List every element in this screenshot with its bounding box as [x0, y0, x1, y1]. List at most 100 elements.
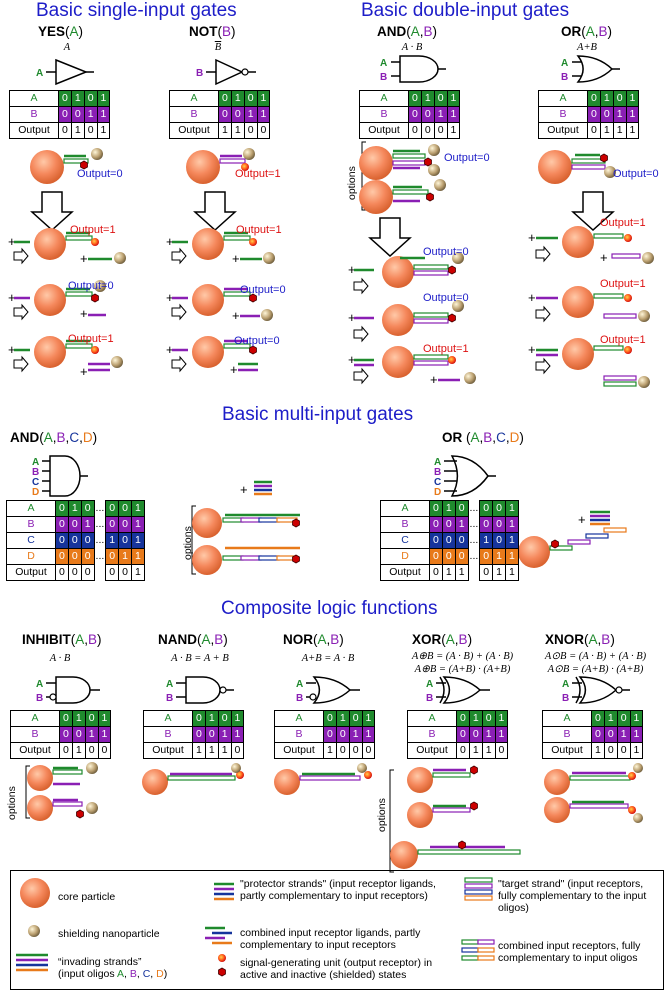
legend-combined-rec-d2 — [477, 955, 495, 961]
legend-target-b — [464, 883, 493, 889]
not-row2-core — [192, 284, 224, 316]
output-and2-1: Output=0 — [423, 246, 469, 258]
inhibit-core-opt1 — [27, 765, 53, 791]
and2-core-opt2 — [359, 180, 393, 214]
yes-row2-shield — [94, 280, 106, 292]
and2-row3-signal — [448, 356, 456, 364]
xnor-core-opt2 — [544, 797, 570, 823]
and2-row1-target-b — [413, 270, 449, 276]
or2-row1-plus: + — [528, 230, 536, 245]
legend-protector-text: "protector strands" (input receptor liga… — [240, 878, 436, 902]
output-or2-3: Output=1 — [600, 334, 646, 346]
yes-row1-arrow — [13, 248, 29, 264]
not-row3-plus2: + — [230, 362, 238, 377]
output-not-3: Output=0 — [234, 335, 280, 347]
nor-gate-symbol — [312, 676, 352, 704]
xnor-shield-opt1 — [633, 763, 643, 773]
xor-target-opt1 — [432, 772, 471, 778]
and2-row2-arrow — [353, 326, 369, 342]
or2-row2-plus: + — [528, 290, 536, 305]
and4-input-label-b: B — [32, 467, 39, 478]
inhibit-gate-symbol — [55, 676, 91, 704]
nand-core — [142, 769, 168, 795]
yes-target-initial — [63, 158, 89, 164]
yes-row2-signal — [91, 293, 99, 303]
gate-name-nor: NOR(A,B) — [283, 632, 344, 647]
or4-target-D — [603, 527, 627, 533]
not-target-initial — [219, 158, 246, 164]
xnor-bubble-out — [615, 686, 623, 694]
or2-signal-initial — [600, 153, 608, 163]
and2-row2-target-a — [413, 312, 449, 318]
not-arrow-down — [194, 191, 236, 231]
nand-input-label-b: B — [166, 693, 173, 704]
and2-row3-target-a — [413, 354, 449, 360]
legend-core-text: core particle — [58, 891, 116, 903]
output-or2-2: Output=1 — [600, 278, 646, 290]
not-row3-target — [223, 343, 251, 349]
xnor-xor-arc — [575, 676, 581, 704]
inhibit-target-opt1 — [52, 769, 83, 775]
and2-row1-core — [382, 256, 414, 288]
and2-row3-arrow — [353, 368, 369, 384]
or2-row1-arrow — [535, 246, 551, 262]
xnor-gate-symbol — [578, 676, 618, 704]
and2-row1-shield — [452, 252, 464, 264]
and2-row1-target-a — [413, 264, 449, 270]
gate-name-or4: OR (A,B,C,D) — [442, 430, 524, 445]
legend-shield-icon — [28, 925, 40, 937]
gate-name-and2: AND(A,B) — [377, 24, 438, 39]
output-not-2: Output=0 — [240, 284, 286, 296]
options-label-inhibit: options — [6, 786, 18, 820]
yes-row3-arrow — [13, 356, 29, 372]
yes-signal-initial — [80, 160, 88, 170]
not-core-initial — [186, 150, 220, 184]
and2-gate-symbol — [399, 55, 439, 83]
output-yes-2: Output=0 — [68, 280, 114, 292]
or4-input-label-d: D — [434, 487, 441, 498]
and4-options-bracket — [191, 505, 196, 575]
not-row2-arrow — [171, 304, 187, 320]
and2-row3-target-b — [413, 360, 449, 366]
or2-row2-free — [603, 313, 637, 319]
or2-row1-free — [611, 253, 641, 259]
and4-input-label-d: D — [32, 487, 39, 498]
and2-arrow-down — [369, 217, 411, 257]
and2-target-opt1a — [392, 153, 426, 159]
yes-row3-signal — [91, 346, 99, 354]
and2-row2-shield — [452, 300, 464, 312]
expr-and2: A · B — [401, 42, 423, 53]
nand-input-label-a: A — [166, 679, 173, 690]
not-row2-target — [223, 291, 251, 297]
or2-row3-plus: + — [528, 342, 536, 357]
and2-row3-free-shield — [464, 372, 476, 384]
not-gate-symbol — [215, 58, 244, 86]
xnor-signal-opt1 — [628, 772, 636, 780]
and2-row2-plus: + — [348, 310, 356, 325]
not-row2-plus2: + — [232, 308, 240, 323]
and2-row3-core — [382, 346, 414, 378]
or2-row3-free-shield — [638, 376, 650, 388]
nor-signal — [364, 771, 372, 779]
or4-target-C — [585, 533, 609, 539]
or2-row1-target — [593, 233, 624, 239]
expr-xor-1: A⊕B = (A · B) + (A · B) — [411, 651, 514, 662]
or2-row3-signal — [624, 346, 632, 354]
or2-row2-signal — [624, 294, 632, 302]
and2-input-label-b: B — [380, 72, 387, 83]
legend-target-c — [464, 889, 493, 895]
and2-row1-signal — [448, 265, 456, 275]
output-yes-3: Output=1 — [68, 333, 114, 345]
nor-input-label-a: A — [296, 679, 303, 690]
output-or2-1: Output=1 — [600, 217, 646, 229]
xor-input-label-a: A — [426, 679, 433, 690]
or4-target-B — [567, 539, 591, 545]
output-and2-3: Output=1 — [423, 343, 469, 355]
xor-signal-opt3 — [458, 840, 466, 850]
